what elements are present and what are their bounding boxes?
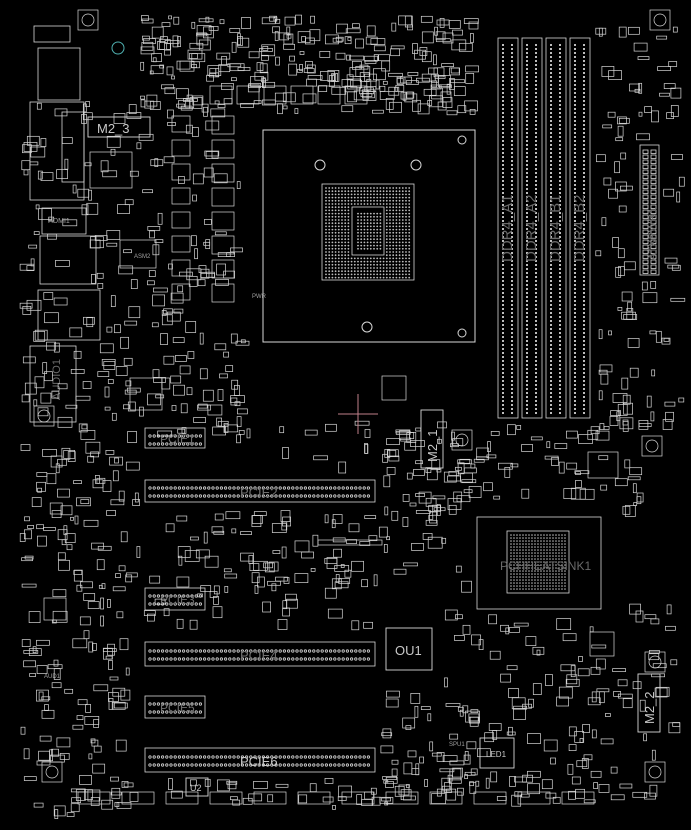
- pcie-slots: [144, 427, 376, 773]
- cpu-socket: [262, 129, 476, 343]
- dimm-label-b2: DDR4_B2: [571, 194, 588, 262]
- dimm-label-a1: DDR4_A1: [499, 194, 516, 262]
- pch-heatsink-label: PCHHEATSINK1: [500, 559, 591, 573]
- led1-label: LED1: [486, 750, 507, 759]
- pch-area: [476, 516, 602, 610]
- u2-label: U2: [190, 783, 202, 793]
- pcie4-label: PCIE4: [240, 648, 278, 663]
- dimm-label-a2: DDR4_A2: [523, 194, 540, 262]
- m2-1-label: M2_1: [425, 429, 440, 462]
- ou1-chip: [385, 627, 433, 671]
- hdmi-label: HDMI1: [48, 218, 70, 225]
- spu1-label: SPU1: [449, 742, 465, 748]
- pwr-label: PWR: [252, 294, 267, 300]
- m2-2-label: M2_2: [642, 691, 657, 724]
- atx-power-label: ATXPWR1: [647, 208, 659, 260]
- asm2-label: ASM2: [134, 254, 151, 260]
- dimm-slots: [497, 37, 591, 419]
- pcie2-label: PCIE2: [240, 485, 278, 500]
- cpu-pin-grid: [325, 187, 411, 279]
- teal-marker: [111, 41, 125, 55]
- u2-block: [185, 777, 209, 797]
- m2-3-label: M2_3: [97, 121, 130, 136]
- ou1-label: OU1: [395, 643, 422, 658]
- aud1-label: AUD1: [44, 674, 61, 680]
- atx-power-connector: [639, 144, 660, 276]
- audio-label: AUDIO1: [51, 359, 63, 400]
- dimm-pin-rows: [502, 44, 585, 414]
- board-components: [19, 9, 686, 819]
- pcie3-label: PCIE3: [160, 593, 195, 607]
- crosshair-cursor: [338, 394, 378, 434]
- pcie6-label: PCIE6: [240, 754, 278, 769]
- pcie5-label: PCIE5: [160, 701, 195, 715]
- rear-io: [29, 25, 101, 423]
- dimm-label-b1: DDR4_B1: [547, 194, 564, 262]
- pcie1-label: PCIE1: [160, 432, 195, 446]
